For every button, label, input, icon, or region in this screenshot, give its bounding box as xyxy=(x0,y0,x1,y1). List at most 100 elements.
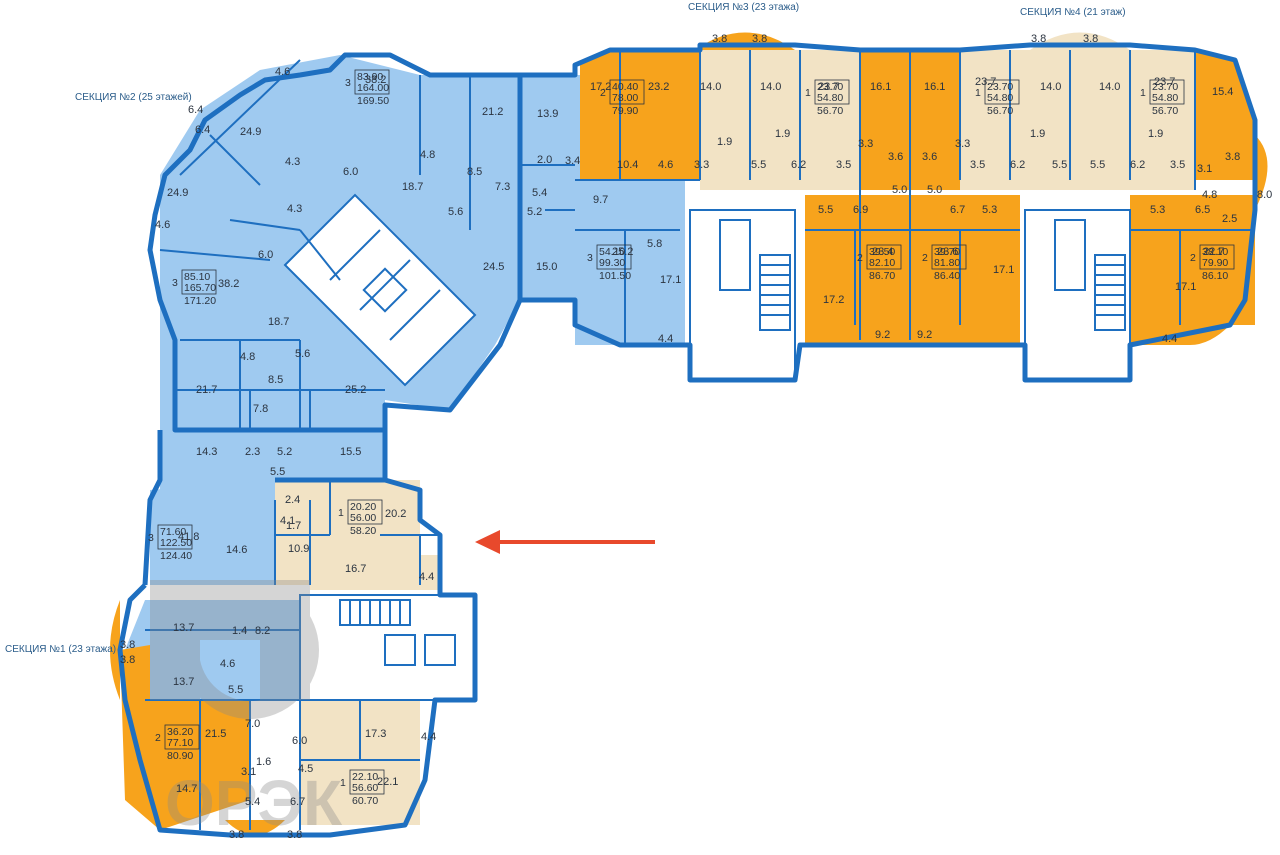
room-area-label: 1.9 xyxy=(1148,128,1163,140)
room-area-label: 25.2 xyxy=(345,384,366,396)
room-area-label: 6.2 xyxy=(1130,159,1145,171)
room-area-label: 3.8 xyxy=(120,654,135,666)
section-title-2: СЕКЦИЯ №2 (25 этажей) xyxy=(75,92,192,103)
apartment-rooms: 1 xyxy=(975,87,981,99)
room-area-label: 8.5 xyxy=(268,374,283,386)
core-s4 xyxy=(1024,209,1131,381)
room-area-label: 5.3 xyxy=(1150,204,1165,216)
room-area-label: 10.4 xyxy=(617,159,638,171)
room-area-label: 6.2 xyxy=(1010,159,1025,171)
apt-orange-lower-2 xyxy=(910,195,1020,330)
room-area-label: 1.6 xyxy=(256,756,271,768)
room-area-label: 23.6 xyxy=(937,246,958,258)
room-area-label: 6.4 xyxy=(195,124,210,136)
room-area-label: 17.3 xyxy=(365,728,386,740)
apartment-living-area: 23.70 xyxy=(987,81,1013,93)
apartment-total-area: 56.60 xyxy=(352,782,378,794)
apartment-living-area: 39.50 xyxy=(869,246,895,258)
room-area-label: 15.4 xyxy=(1212,86,1233,98)
room-area-label: 4.4 xyxy=(419,571,434,583)
core-s2 xyxy=(283,193,477,387)
room-area-label: 3.3 xyxy=(694,159,709,171)
apartment-total-with-balcony: 101.50 xyxy=(599,270,631,282)
room-area-label: 9.2 xyxy=(917,329,932,341)
apartment-total-with-balcony: 60.70 xyxy=(352,795,378,807)
room-area-label: 5.5 xyxy=(270,466,285,478)
section-title-4: СЕКЦИЯ №4 (21 этаж) xyxy=(1020,7,1126,18)
room-area-label: 16.7 xyxy=(345,563,366,575)
apt-orange-lower-1 xyxy=(805,195,910,330)
room-area-label: 6.0 xyxy=(343,166,358,178)
room-area-label: 17.2 xyxy=(590,81,611,93)
apartment-total-with-balcony: 86.10 xyxy=(1202,270,1228,282)
room-area-label: 4.1 xyxy=(280,515,295,527)
apartment-total-area: 79.90 xyxy=(1202,257,1228,269)
apartment-total-with-balcony: 86.70 xyxy=(869,270,895,282)
room-area-label: 7.3 xyxy=(495,181,510,193)
bay-s4-right xyxy=(1255,135,1268,210)
apartment-living-area: 54.10 xyxy=(599,246,625,258)
room-area-label: 8.5 xyxy=(467,166,482,178)
apt-beige-s3 xyxy=(700,50,860,190)
room-area-label: 16.1 xyxy=(924,81,945,93)
room-area-label: 22.7 xyxy=(1203,246,1224,258)
apartment-living-area: 83.90 xyxy=(357,71,383,83)
watermark-logo: ОРЭК xyxy=(150,580,343,839)
apartment-total-with-balcony: 80.90 xyxy=(167,750,193,762)
room-area-label: 14.0 xyxy=(700,81,721,93)
room-area-label: 17.2 xyxy=(823,294,844,306)
room-area-label: 2.5 xyxy=(1222,213,1237,225)
room-area-label: 4.8 xyxy=(420,149,435,161)
room-area-label: 5.2 xyxy=(527,206,542,218)
apartment-total-area: 54.80 xyxy=(817,92,843,104)
room-area-label: 3.5 xyxy=(1170,159,1185,171)
room-area-label: 4.4 xyxy=(1162,333,1177,345)
room-area-label: 7.8 xyxy=(253,403,268,415)
room-area-label: 2.0 xyxy=(537,154,552,166)
room-area-label: 23.2 xyxy=(648,81,669,93)
apartment-living-area: 36.20 xyxy=(167,726,193,738)
room-area-label: 16.1 xyxy=(870,81,891,93)
room-area-label: 5.4 xyxy=(532,187,547,199)
apartment-total-with-balcony: 79.90 xyxy=(612,105,638,117)
room-area-label: 21.2 xyxy=(482,106,503,118)
room-area-label: 14.0 xyxy=(1040,81,1061,93)
room-area-label: 14.0 xyxy=(760,81,781,93)
section1-blue-area xyxy=(150,480,275,585)
apartment-rooms: 1 xyxy=(805,87,811,99)
room-area-label: 4.8 xyxy=(1202,189,1217,201)
room-area-label: 3.8 xyxy=(712,33,727,45)
room-area-label: 38.2 xyxy=(365,74,386,86)
room-area-label: 15.0 xyxy=(536,261,557,273)
room-area-label: 4.3 xyxy=(287,203,302,215)
apartment-total-with-balcony: 58.20 xyxy=(350,525,376,537)
apartment-living-area: 85.10 xyxy=(184,271,210,283)
room-area-label: 3.6 xyxy=(888,151,903,163)
room-area-label: 20.2 xyxy=(385,508,406,520)
walls-s3 xyxy=(520,42,1258,383)
room-area-label: 23.7 xyxy=(975,76,996,88)
room-area-label: 4.3 xyxy=(285,156,300,168)
room-area-label: 5.0 xyxy=(892,184,907,196)
apartment-total-with-balcony: 169.50 xyxy=(357,95,389,107)
room-area-label: 18.7 xyxy=(402,181,423,193)
apt-orange-s3-left xyxy=(580,50,700,180)
core-s1 xyxy=(299,594,476,701)
section3-blue-area-2 xyxy=(575,180,685,345)
apartment-living-area: 22.10 xyxy=(352,771,378,783)
watermark-text: ОРЭК xyxy=(165,767,343,839)
section1-left-blue xyxy=(125,600,300,700)
room-area-label: 1.9 xyxy=(775,128,790,140)
room-area-label: 15.5 xyxy=(340,446,361,458)
room-area-label: 5.2 xyxy=(277,446,292,458)
bay-s1-left xyxy=(110,600,120,700)
room-area-label: 3.8 xyxy=(287,829,302,841)
